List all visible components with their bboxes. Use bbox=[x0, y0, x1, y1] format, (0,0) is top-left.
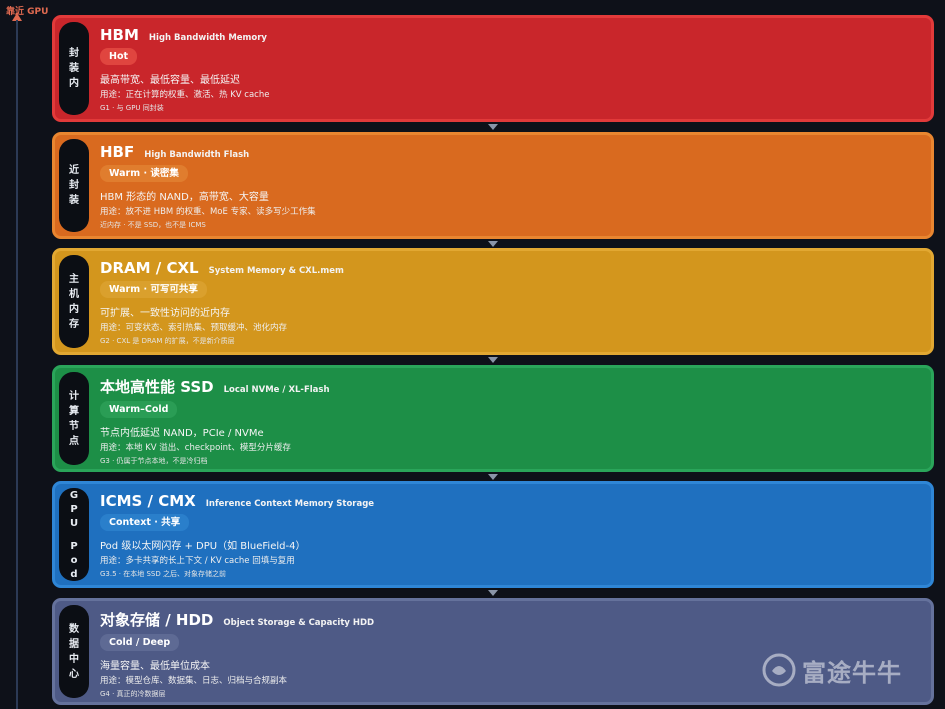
tier-side-char: 内 bbox=[69, 78, 79, 89]
tier-side-char: 据 bbox=[69, 638, 79, 650]
tier-description: 可扩展、一致性访问的近内存 bbox=[100, 308, 230, 319]
tier-meta: 近内存 · 不是 SSD，也不是 ICMS bbox=[100, 221, 206, 229]
tier-badge: Cold / Deep bbox=[100, 634, 180, 651]
tier-subtitle: Local NVMe / XL-Flash bbox=[223, 385, 330, 395]
tier-content: ICMS / CMX Inference Context Memory Stora… bbox=[100, 492, 921, 579]
tier-title-row: 本地高性能 SSD Local NVMe / XL-Flash bbox=[100, 376, 921, 397]
tier-side-char: 计 bbox=[69, 390, 79, 402]
tier-meta: G1 · 与 GPU 同封装 bbox=[100, 104, 164, 112]
tier-usage: 用途：多卡共享的长上下文 / KV cache 回填与复用 bbox=[100, 556, 295, 566]
tier-title: HBM bbox=[100, 26, 139, 44]
tier-title: DRAM / CXL bbox=[100, 259, 199, 277]
chevron-down-icon bbox=[488, 357, 498, 363]
tier-side-label: 数据中心 bbox=[59, 605, 89, 698]
tier-badge: Warm · 可写可共享 bbox=[100, 281, 207, 298]
tier-usage: 用途：可变状态、索引热集、预取缓冲、池化内存 bbox=[100, 323, 288, 333]
tier-side-char: 封 bbox=[69, 180, 79, 191]
tier-description: 海量容量、最低单位成本 bbox=[100, 661, 210, 672]
watermark: 富途牛牛 bbox=[762, 650, 902, 690]
tier-side-label: 封装内 bbox=[59, 22, 89, 115]
tier-side-label: 计算节点 bbox=[59, 372, 89, 465]
axis-line bbox=[16, 20, 18, 709]
tier-subtitle: Object Storage & Capacity HDD bbox=[223, 618, 375, 628]
tier-title: 对象存储 / HDD bbox=[100, 611, 214, 629]
tier-side-char: 存 bbox=[69, 318, 79, 330]
tier-title-row: HBM High Bandwidth Memory bbox=[100, 26, 921, 44]
tier-subtitle: Inference Context Memory Storage bbox=[205, 499, 375, 509]
tier-side-char: 封 bbox=[69, 48, 79, 59]
tier-badge: Context · 共享 bbox=[100, 514, 190, 531]
axis-arrow-icon bbox=[12, 13, 22, 21]
futu-logo-icon bbox=[762, 653, 796, 687]
tier-subtitle: High Bandwidth Memory bbox=[148, 33, 267, 43]
chevron-down-icon bbox=[488, 124, 498, 130]
tier-title-row: 对象存储 / HDD Object Storage & Capacity HDD bbox=[100, 609, 921, 630]
tier-side-char: 数 bbox=[69, 623, 79, 635]
tier-badge: Hot bbox=[100, 48, 138, 65]
tier-title-row: DRAM / CXL System Memory & CXL.mem bbox=[100, 259, 921, 277]
tier-side-char: 中 bbox=[69, 653, 79, 665]
tier-subtitle: High Bandwidth Flash bbox=[144, 150, 250, 160]
tier-usage: 用途：模型仓库、数据集、日志、归档与合规副本 bbox=[100, 676, 288, 686]
tier-usage: 用途：正在计算的权重、激活、热 KV cache bbox=[100, 90, 270, 100]
tier-side-char: 心 bbox=[69, 668, 79, 680]
tier-description: 最高带宽、最低容量、最低延迟 bbox=[100, 75, 240, 86]
tier-side-label: 近封装 bbox=[59, 139, 89, 232]
tier-side-char: 主 bbox=[69, 273, 79, 285]
tier-title-row: ICMS / CMX Inference Context Memory Stora… bbox=[100, 492, 921, 510]
tier-side-char: 点 bbox=[69, 435, 79, 447]
axis-label: 靠近 GPU bbox=[6, 7, 49, 17]
tier-meta: G3 · 仍属于节点本地，不是冷归档 bbox=[100, 457, 208, 465]
tier-badge: Warm–Cold bbox=[100, 401, 178, 418]
tier-content: 对象存储 / HDD Object Storage & Capacity HDD C… bbox=[100, 609, 921, 699]
tier-meta: G2 · CXL 是 DRAM 的扩展，不是新介质层 bbox=[100, 337, 235, 345]
tier-subtitle: System Memory & CXL.mem bbox=[208, 266, 344, 276]
tier-description: Pod 级以太网闪存 + DPU（如 BlueField-4） bbox=[100, 541, 306, 552]
tier-side-char: 节 bbox=[69, 420, 79, 432]
tier-side-char: 装 bbox=[69, 63, 79, 74]
tier-description: 节点内低延迟 NAND，PCIe / NVMe bbox=[100, 428, 264, 439]
tier-side-char: U bbox=[69, 518, 79, 530]
tier-meta: G3.5 · 在本地 SSD 之后、对象存储之前 bbox=[100, 570, 226, 578]
tier-side-char: 机 bbox=[69, 288, 79, 300]
tier-meta: G4 · 真正的冷数据层 bbox=[100, 690, 166, 698]
tier-badge: Warm · 读密集 bbox=[100, 165, 188, 182]
tier-side-char: 算 bbox=[69, 405, 79, 417]
tier-title: HBF bbox=[100, 143, 135, 161]
tier-description: HBM 形态的 NAND，高带宽、大容量 bbox=[100, 192, 269, 203]
tier-title: ICMS / CMX bbox=[100, 492, 196, 510]
watermark-text: 富途牛牛 bbox=[802, 658, 902, 687]
tier-side-char: 近 bbox=[69, 165, 79, 176]
tier-side-char: 内 bbox=[69, 303, 79, 315]
tier-title: 本地高性能 SSD bbox=[100, 378, 214, 396]
chevron-down-icon bbox=[488, 474, 498, 480]
tier-side-char: o bbox=[70, 554, 78, 566]
tier-side-char: P bbox=[70, 540, 78, 552]
tier-usage: 用途：放不进 HBM 的权重、MoE 专家、读多写少工作集 bbox=[100, 207, 316, 217]
tier-side-char: d bbox=[70, 568, 78, 580]
tier-side-char: P bbox=[70, 504, 78, 516]
tier-side-label: 主机内存 bbox=[59, 255, 89, 348]
tier-side-char: G bbox=[69, 489, 79, 501]
chevron-down-icon bbox=[488, 590, 498, 596]
tier-side-char: 装 bbox=[69, 195, 79, 206]
tier-usage: 用途：本地 KV 溢出、checkpoint、模型分片缓存 bbox=[100, 443, 291, 453]
chevron-down-icon bbox=[488, 241, 498, 247]
tier-title-row: HBF High Bandwidth Flash bbox=[100, 143, 921, 161]
